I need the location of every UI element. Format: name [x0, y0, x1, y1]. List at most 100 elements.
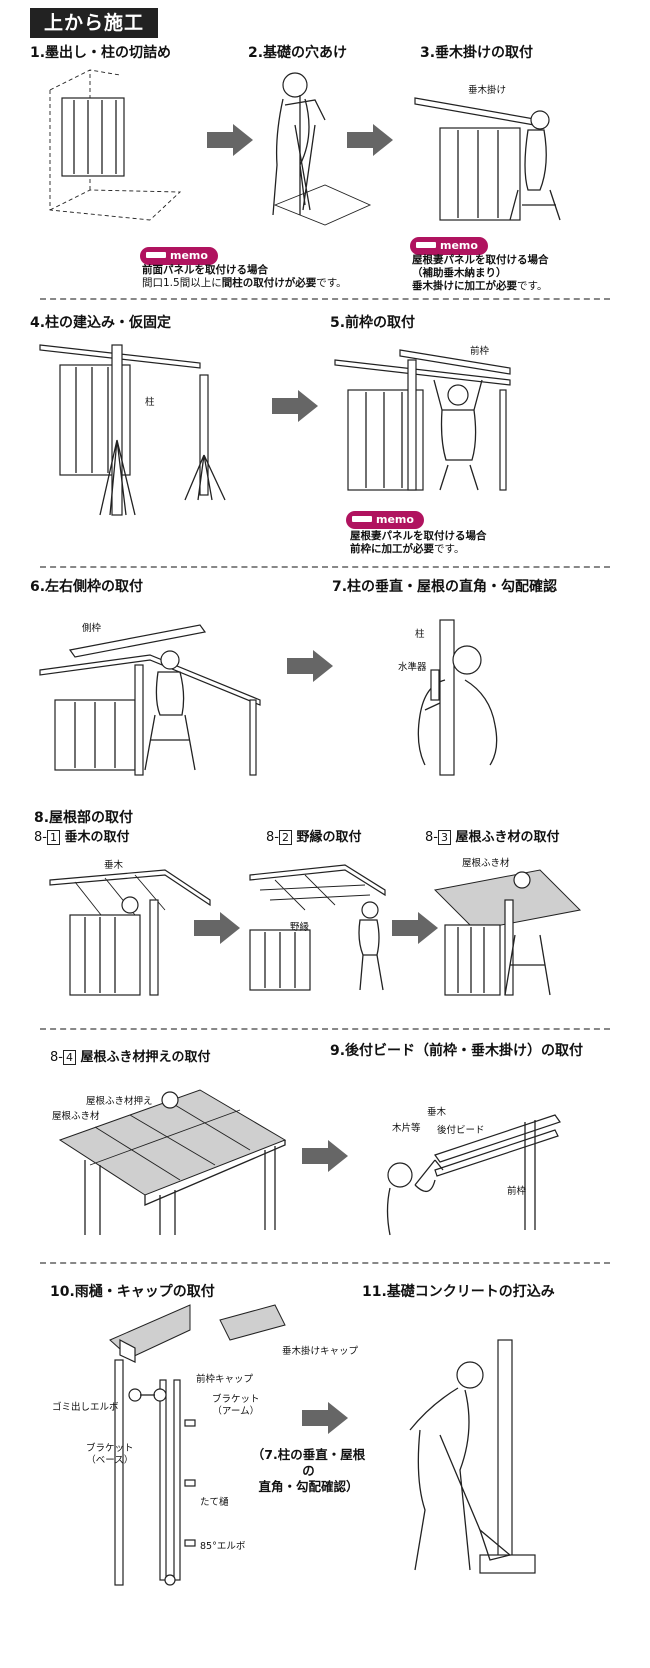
substep-8-3: 8-3 屋根ふき材の取付: [425, 826, 560, 845]
step-7-illustration: [417, 619, 498, 776]
substep-number: 2: [278, 830, 292, 845]
arrow-icon: [207, 124, 253, 156]
step-11-title: 11.基礎コンクリートの打込み: [362, 1284, 555, 1300]
memo-3-line3b: 加工が必要: [464, 280, 518, 292]
label-atotsuke-bead: 後付ビード: [437, 1125, 485, 1136]
arrow-icon: [392, 912, 438, 944]
step-1-illustration: [49, 69, 182, 221]
pencil-icon: [146, 252, 166, 258]
label-hashira-7: 柱: [415, 629, 425, 640]
substep-label: 野縁の取付: [296, 830, 362, 845]
label-nobuchi: 野縁: [290, 922, 310, 933]
step-5-title: 5.前枠の取付: [330, 315, 416, 331]
step-6-title: 6.左右側枠の取付: [30, 579, 144, 595]
label-yane-fukizai-osae: 屋根ふき材押え: [86, 1096, 153, 1107]
recheck-line1: （7.柱の垂直・屋根の: [251, 1447, 366, 1478]
pencil-icon: [416, 242, 436, 248]
divider: [40, 1262, 610, 1264]
substep-label: 屋根ふき材の取付: [455, 830, 560, 845]
divider: [40, 1028, 610, 1030]
substep-label: 垂木の取付: [64, 830, 130, 845]
label-yane-fukizai-2: 屋根ふき材: [52, 1111, 100, 1122]
label-sokuwaku: 側枠: [82, 623, 102, 634]
bracket-arm-line2: （アーム）: [212, 1406, 260, 1417]
memo-1-line2b: 間柱の取付けが必要: [221, 277, 317, 289]
step-8-1-illustration: [49, 869, 211, 996]
memo-3-line2: （補助垂木納まり）: [412, 267, 507, 279]
memo-5-line2b: 加工が必要: [381, 543, 435, 555]
memo-badge: memo: [140, 244, 218, 265]
substep-prefix: 8-: [50, 1050, 63, 1065]
recheck-note: （7.柱の垂直・屋根の直角・勾配確認）: [246, 1447, 371, 1495]
step-9-illustration: [386, 1114, 561, 1236]
step-10-title: 10.雨樋・キャップの取付: [50, 1284, 215, 1300]
label-taruki-9: 垂木: [427, 1107, 447, 1118]
step-8-title: 8.屋根部の取付: [34, 810, 134, 826]
step-8-2-illustration: [249, 864, 386, 991]
memo-badge: memo: [346, 508, 424, 529]
substep-number: 3: [437, 830, 451, 845]
step-2-title: 2.基礎の穴あけ: [248, 45, 348, 61]
memo-pill: memo: [140, 247, 218, 265]
step-2-illustration: [272, 72, 372, 226]
step-10-illustration: [109, 1304, 286, 1586]
arrow-icon: [347, 124, 393, 156]
label-gomidashi: ゴミ出しエルボ: [52, 1402, 119, 1413]
label-bracket-arm: ブラケット（アーム）: [212, 1394, 260, 1418]
memo-3-line1: 屋根妻パネルを取付ける場合: [412, 254, 549, 266]
pencil-icon: [352, 516, 372, 522]
step-9-title: 9.後付ビード（前枠・垂木掛け）の取付: [330, 1043, 584, 1059]
substep-label: 屋根ふき材押えの取付: [80, 1050, 211, 1065]
memo-1-line2c: です。: [316, 277, 347, 289]
memo-5-line2a: 前枠に: [350, 543, 382, 555]
label-hashira: 柱: [145, 397, 155, 408]
substep-8-4: 8-4 屋根ふき材押えの取付: [50, 1046, 211, 1065]
step-11-illustration: [409, 1339, 536, 1574]
memo-1-line1: 前面パネルを取付ける場合: [142, 264, 268, 276]
substep-prefix: 8-: [266, 830, 279, 845]
substep-number: 1: [46, 830, 60, 845]
arrow-icon: [302, 1140, 348, 1172]
arrow-icon: [287, 650, 333, 682]
step-1-title: 1.墨出し・柱の切詰め: [30, 45, 172, 61]
divider: [40, 566, 610, 568]
memo-5-line1: 屋根妻パネルを取付ける場合: [350, 530, 487, 542]
step-8-3-illustration: [433, 869, 582, 996]
bracket-arm-line1: ブラケット: [212, 1394, 260, 1405]
arrow-icon: [194, 912, 240, 944]
arrow-icon: [272, 390, 318, 422]
memo-1-line2a: 間口1.5間以上に: [142, 277, 222, 289]
step-4-illustration: [39, 344, 226, 516]
step-6-illustration: [39, 624, 261, 776]
memo-text-label: memo: [440, 239, 478, 252]
step-3-title: 3.垂木掛けの取付: [420, 45, 534, 61]
substep-prefix: 8-: [425, 830, 438, 845]
step-7-title: 7.柱の垂直・屋根の直角・勾配確認: [332, 579, 558, 595]
memo-3-line3c: です。: [517, 280, 548, 292]
memo-3-text: 屋根妻パネルを取付ける場合 （補助垂木納まり） 垂木掛けに加工が必要です。: [412, 254, 549, 293]
memo-badge: memo: [410, 234, 488, 255]
substep-8-2: 8-2 野縁の取付: [266, 826, 362, 845]
memo-5-line2c: です。: [434, 543, 465, 555]
label-taruki-kake: 垂木掛け: [468, 85, 507, 96]
memo-text-label: memo: [376, 513, 414, 526]
substep-number: 4: [62, 1050, 76, 1065]
substep-8-1: 8-1 垂木の取付: [34, 826, 130, 845]
section-header: 上から施工: [30, 8, 158, 38]
label-tatedoi: たて樋: [200, 1497, 229, 1508]
divider: [40, 298, 610, 300]
memo-5-text: 屋根妻パネルを取付ける場合 前枠に加工が必要です。: [350, 530, 487, 556]
step-4-title: 4.柱の建込み・仮固定: [30, 315, 172, 331]
memo-text-label: memo: [170, 249, 208, 262]
label-maewaku-9: 前枠: [507, 1186, 527, 1197]
label-elbow85: 85°エルボ: [200, 1541, 246, 1552]
label-taruki: 垂木: [104, 860, 124, 871]
step-5-illustration: [334, 349, 511, 491]
memo-pill: memo: [410, 237, 488, 255]
label-suijunki: 水準器: [398, 662, 427, 673]
label-kihen: 木片等: [392, 1123, 421, 1134]
label-taruki-kake-cap: 垂木掛けキャップ: [282, 1346, 359, 1357]
label-maewaku-cap: 前枠キャップ: [196, 1374, 254, 1385]
label-bracket-base: ブラケット（ベース）: [86, 1443, 134, 1467]
label-yane-fukizai: 屋根ふき材: [462, 858, 510, 869]
